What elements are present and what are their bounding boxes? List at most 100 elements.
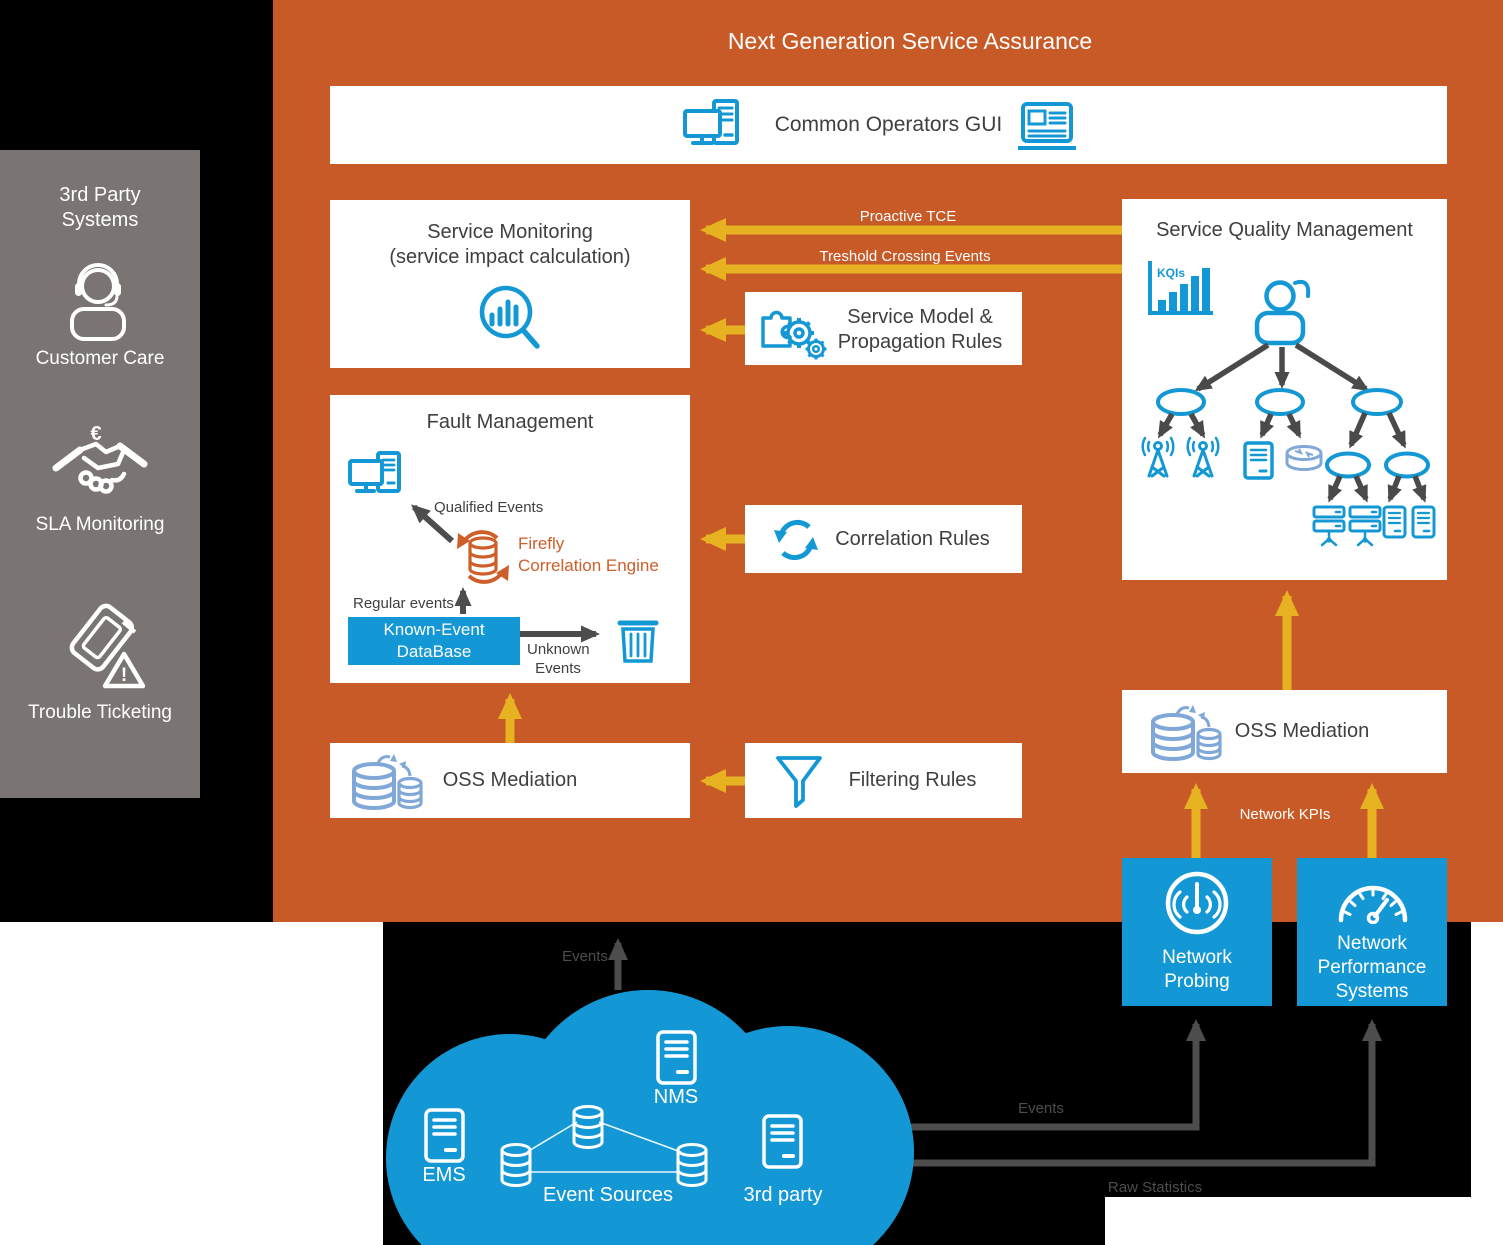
correlation-rules-box: Correlation Rules bbox=[745, 505, 1022, 573]
rack-server-icon bbox=[1348, 505, 1382, 547]
firefly-label-line2: Correlation Engine bbox=[518, 556, 659, 575]
proactive-tce-label: Proactive TCE bbox=[859, 208, 957, 225]
operator-phone-icon bbox=[1254, 279, 1311, 346]
arrow-qualified-events bbox=[411, 504, 455, 544]
third-party-label: 3rd party bbox=[743, 1184, 823, 1206]
kedb-label-line1: Known-Event bbox=[383, 620, 485, 639]
gui-window-icon bbox=[1018, 102, 1076, 150]
page-title: Next Generation Service Assurance bbox=[727, 28, 1093, 54]
sidebar-title-line1: 3rd Party bbox=[59, 184, 141, 206]
network-kpis-label: Network KPIs bbox=[1239, 806, 1331, 823]
tree-node-ellipse bbox=[1351, 388, 1403, 416]
oss-mediation-right-box: OSS Mediation bbox=[1122, 690, 1447, 773]
fault-management-title: Fault Management bbox=[426, 411, 594, 433]
monitoring-magnifier-chart-icon bbox=[479, 285, 540, 349]
oss-mediation-left-label: OSS Mediation bbox=[442, 769, 578, 791]
puzzle-gears-icon bbox=[761, 310, 827, 360]
antenna-icon bbox=[1141, 436, 1175, 478]
sqm-title: Service Quality Management bbox=[1156, 219, 1413, 241]
filtering-rules-box: Filtering Rules bbox=[745, 743, 1022, 818]
network-performance-label-line1: Network bbox=[1337, 933, 1407, 954]
cloud-shape bbox=[386, 990, 914, 1245]
sidebar-title: 3rd Party Systems bbox=[0, 183, 200, 233]
tree-node-ellipse bbox=[1384, 451, 1430, 479]
sidebar-title-line2: Systems bbox=[61, 209, 139, 231]
server-icon bbox=[1243, 441, 1274, 480]
service-monitoring-title: Service Monitoring bbox=[427, 221, 593, 243]
service-monitoring-box: Service Monitoring (service impact calcu… bbox=[330, 200, 690, 368]
nms-server-icon bbox=[656, 1030, 697, 1085]
oss-mediation-right-label: OSS Mediation bbox=[1234, 720, 1370, 742]
correlation-rules-label: Correlation Rules bbox=[835, 528, 990, 550]
db-cylinder-icon bbox=[676, 1143, 708, 1187]
event-sources-db-icons bbox=[500, 1105, 708, 1187]
events-right-label: Events bbox=[1018, 1100, 1064, 1117]
warning-symbol: ! bbox=[121, 665, 127, 686]
correlation-refresh-icon bbox=[774, 519, 818, 561]
server-icon bbox=[1382, 505, 1407, 539]
kqis-label: KQIs bbox=[1157, 266, 1185, 280]
kqis-chart-icon: KQIs bbox=[1148, 261, 1213, 315]
fault-management-graphics bbox=[348, 451, 659, 663]
nms-label: NMS bbox=[653, 1086, 699, 1108]
known-event-database: Known-Event DataBase bbox=[348, 617, 520, 665]
sidebar-item-trouble-ticketing: Trouble Ticketing bbox=[28, 702, 172, 723]
trouble-ticketing-icon: ! bbox=[69, 603, 145, 689]
arrow-rawstats-to-nps bbox=[854, 1019, 1382, 1167]
network-probing-icon bbox=[1165, 871, 1229, 935]
sqm-tree: KQIs bbox=[1141, 261, 1436, 547]
euro-symbol: € bbox=[90, 423, 101, 445]
network-performance-label-line3: Systems bbox=[1335, 981, 1409, 1002]
tree-node-ellipse bbox=[1325, 451, 1371, 479]
filtering-rules-label: Filtering Rules bbox=[848, 769, 977, 791]
workstation-icon bbox=[348, 451, 401, 493]
rack-server-icon bbox=[1312, 505, 1346, 547]
ems-server-icon bbox=[424, 1108, 465, 1163]
service-model-label-line2: Propagation Rules bbox=[837, 331, 1003, 353]
network-performance-box: Network Performance Systems bbox=[1297, 858, 1447, 1006]
antenna-icon bbox=[1186, 436, 1220, 478]
ems-label: EMS bbox=[422, 1164, 466, 1186]
oss-db-icon bbox=[1151, 705, 1222, 761]
common-gui-label: Common Operators GUI bbox=[774, 113, 1003, 136]
service-model-label-line1: Service Model & bbox=[847, 306, 993, 328]
third-party-systems-panel: 3rd Party Systems Customer Care € bbox=[0, 150, 200, 798]
network-performance-label-line2: Performance bbox=[1317, 957, 1427, 978]
arrow-events-to-probing bbox=[854, 1019, 1206, 1131]
network-probing-box: Network Probing bbox=[1122, 858, 1272, 1006]
gauge-icon bbox=[1338, 885, 1408, 924]
tree-node-ellipse bbox=[1255, 388, 1305, 416]
oss-db-icon bbox=[352, 754, 423, 810]
funnel-icon bbox=[776, 756, 822, 808]
third-party-server-icon bbox=[762, 1114, 803, 1169]
firefly-correlation-engine-icon bbox=[457, 530, 509, 584]
event-sources-cloud bbox=[386, 990, 914, 1245]
trash-icon bbox=[617, 620, 659, 663]
service-quality-management-box: Service Quality Management KQIs bbox=[1122, 199, 1447, 580]
unknown-events-line2: Events bbox=[535, 660, 581, 677]
qualified-events-label: Qualified Events bbox=[434, 499, 544, 516]
sidebar-item-sla-monitoring: SLA Monitoring bbox=[35, 514, 165, 535]
kedb-label-line2: DataBase bbox=[396, 642, 472, 661]
service-model-box: Service Model & Propagation Rules bbox=[745, 292, 1022, 365]
sla-monitoring-handshake-icon: € bbox=[52, 423, 148, 494]
sidebar-item-customer-care: Customer Care bbox=[35, 348, 165, 369]
regular-events-label: Regular events bbox=[353, 595, 454, 612]
oss-mediation-left-box: OSS Mediation bbox=[330, 743, 690, 818]
event-sources-links bbox=[526, 1121, 682, 1173]
tree-node-ellipse bbox=[1156, 388, 1206, 416]
workstation-icon bbox=[683, 99, 739, 145]
fault-management-box: Fault Management bbox=[330, 395, 690, 683]
network-probing-label-line1: Network bbox=[1162, 947, 1232, 968]
router-icon bbox=[1285, 445, 1323, 471]
threshold-crossing-label: Treshold Crossing Events bbox=[819, 248, 991, 265]
event-sources-label: Event Sources bbox=[542, 1184, 674, 1206]
service-monitoring-subtitle: (service impact calculation) bbox=[389, 246, 631, 268]
db-cylinder-icon bbox=[500, 1143, 532, 1187]
unknown-events-line1: Unknown bbox=[527, 641, 590, 658]
customer-care-headset-icon bbox=[70, 263, 126, 341]
network-probing-label-line2: Probing bbox=[1164, 971, 1230, 992]
firefly-label-line1: Firefly bbox=[518, 534, 565, 553]
